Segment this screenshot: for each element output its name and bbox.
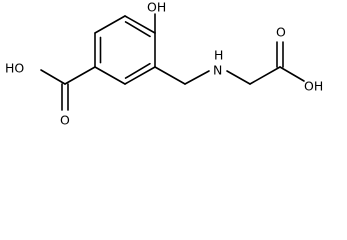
- ring-bond-3: [124, 66, 156, 85]
- chemical-structure: OH HO O N H O OH: [5, 0, 323, 128]
- n-to-ch2-bond: [226, 70, 251, 85]
- ring-bond-6: [94, 15, 126, 34]
- amine-n-label: N: [213, 63, 222, 78]
- ring-double-bond-1: [124, 21, 151, 38]
- left-acid-o-label: O: [60, 113, 70, 128]
- ch2-to-n-bond: [184, 70, 210, 85]
- benzene-ring: [94, 15, 156, 85]
- ring-bond-4: [94, 66, 126, 85]
- substituent-bonds: [40, 13, 305, 111]
- methylene-bond: [154, 66, 186, 85]
- right-acid-oh-label: OH: [304, 79, 323, 94]
- atom-labels: OH HO O N H O OH: [5, 0, 323, 128]
- left-acid-oh-bond: [40, 69, 66, 85]
- right-acid-o-label: O: [276, 25, 286, 40]
- ring-double-bond-2: [124, 62, 151, 79]
- amine-h-label: H: [214, 48, 223, 63]
- ring-bond-1: [124, 15, 156, 34]
- right-acid-oh-bond: [279, 66, 305, 82]
- ring-to-left-carbonyl-bond: [64, 66, 96, 85]
- ch2-to-carbonyl-bond: [249, 66, 281, 85]
- left-acid-oh-label: HO: [5, 61, 24, 76]
- hydroxyl-label: OH: [147, 0, 166, 15]
